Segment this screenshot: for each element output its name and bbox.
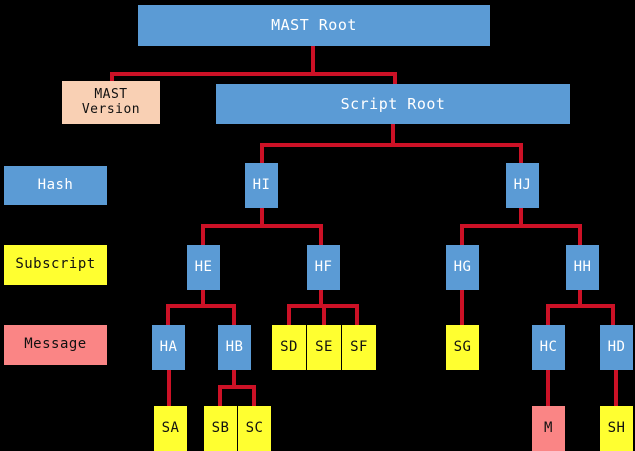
edge-hb-stem: [232, 370, 236, 387]
edge-hd-sh: [614, 370, 618, 407]
node-hb[interactable]: HB: [218, 325, 251, 370]
edge-hb-drop: [232, 304, 236, 326]
node-hj[interactable]: HJ: [506, 163, 539, 208]
node-sf[interactable]: SF: [342, 325, 376, 370]
edge-hh-stem: [578, 290, 582, 306]
node-ha[interactable]: HA: [152, 325, 185, 370]
edge-hd-drop: [611, 304, 615, 326]
node-hh[interactable]: HH: [566, 245, 599, 290]
edge-sd-drop: [287, 304, 291, 326]
edge-ha-drop: [166, 304, 170, 326]
node-hc[interactable]: HC: [532, 325, 565, 370]
edge-mastroot-bus: [110, 72, 397, 76]
node-sc[interactable]: SC: [238, 406, 271, 451]
edge-hh-drop: [578, 224, 582, 246]
edge-mastroot-stem: [311, 46, 315, 72]
node-script-root[interactable]: Script Root: [216, 84, 570, 124]
edge-hf-stem: [319, 290, 323, 306]
node-mast-root[interactable]: MAST Root: [138, 5, 490, 46]
node-he[interactable]: HE: [187, 245, 220, 290]
edge-hg-hh-bus: [460, 224, 582, 228]
node-hi[interactable]: HI: [245, 163, 278, 208]
node-sg[interactable]: SG: [446, 325, 479, 370]
edge-hj-stem: [519, 208, 523, 226]
edge-hc-hd-bus: [546, 304, 615, 308]
node-hd[interactable]: HD: [600, 325, 633, 370]
edge-sc-drop: [252, 385, 256, 407]
edge-sb-sc-bus: [218, 385, 256, 389]
edge-scriptroot-drop: [393, 72, 397, 85]
edge-hc-drop: [546, 304, 550, 326]
node-se[interactable]: SE: [307, 325, 341, 370]
legend-subscript: Subscript: [4, 245, 107, 285]
edge-se-drop: [322, 304, 326, 326]
node-hg[interactable]: HG: [446, 245, 479, 290]
legend-hash: Hash: [4, 166, 107, 205]
node-hf[interactable]: HF: [307, 245, 340, 290]
edge-mastversion-drop: [110, 72, 114, 82]
node-sd[interactable]: SD: [272, 325, 306, 370]
edge-hf-drop: [319, 224, 323, 246]
edge-hi-stem: [260, 208, 264, 226]
edge-hi-drop: [260, 143, 264, 164]
node-sa[interactable]: SA: [154, 406, 187, 451]
legend-message: Message: [4, 325, 107, 365]
edge-sf-drop: [355, 304, 359, 326]
edge-ha-hb-bus: [166, 304, 236, 308]
edge-he-stem: [201, 290, 205, 306]
node-m[interactable]: M: [532, 406, 565, 451]
edge-he-drop: [201, 224, 205, 246]
edge-he-hf-bus: [201, 224, 323, 228]
edge-hg-drop: [460, 224, 464, 246]
node-mast-version[interactable]: MAST Version: [62, 81, 160, 124]
edge-scriptroot-stem: [391, 124, 395, 145]
edge-hj-drop: [519, 143, 523, 164]
edge-hg-sg: [460, 290, 464, 326]
edge-hc-m: [546, 370, 550, 407]
edge-hi-hj-bus: [260, 143, 523, 147]
edge-sb-drop: [218, 385, 222, 407]
node-sb[interactable]: SB: [204, 406, 237, 451]
edge-ha-sa: [167, 370, 171, 407]
node-sh[interactable]: SH: [600, 406, 633, 451]
